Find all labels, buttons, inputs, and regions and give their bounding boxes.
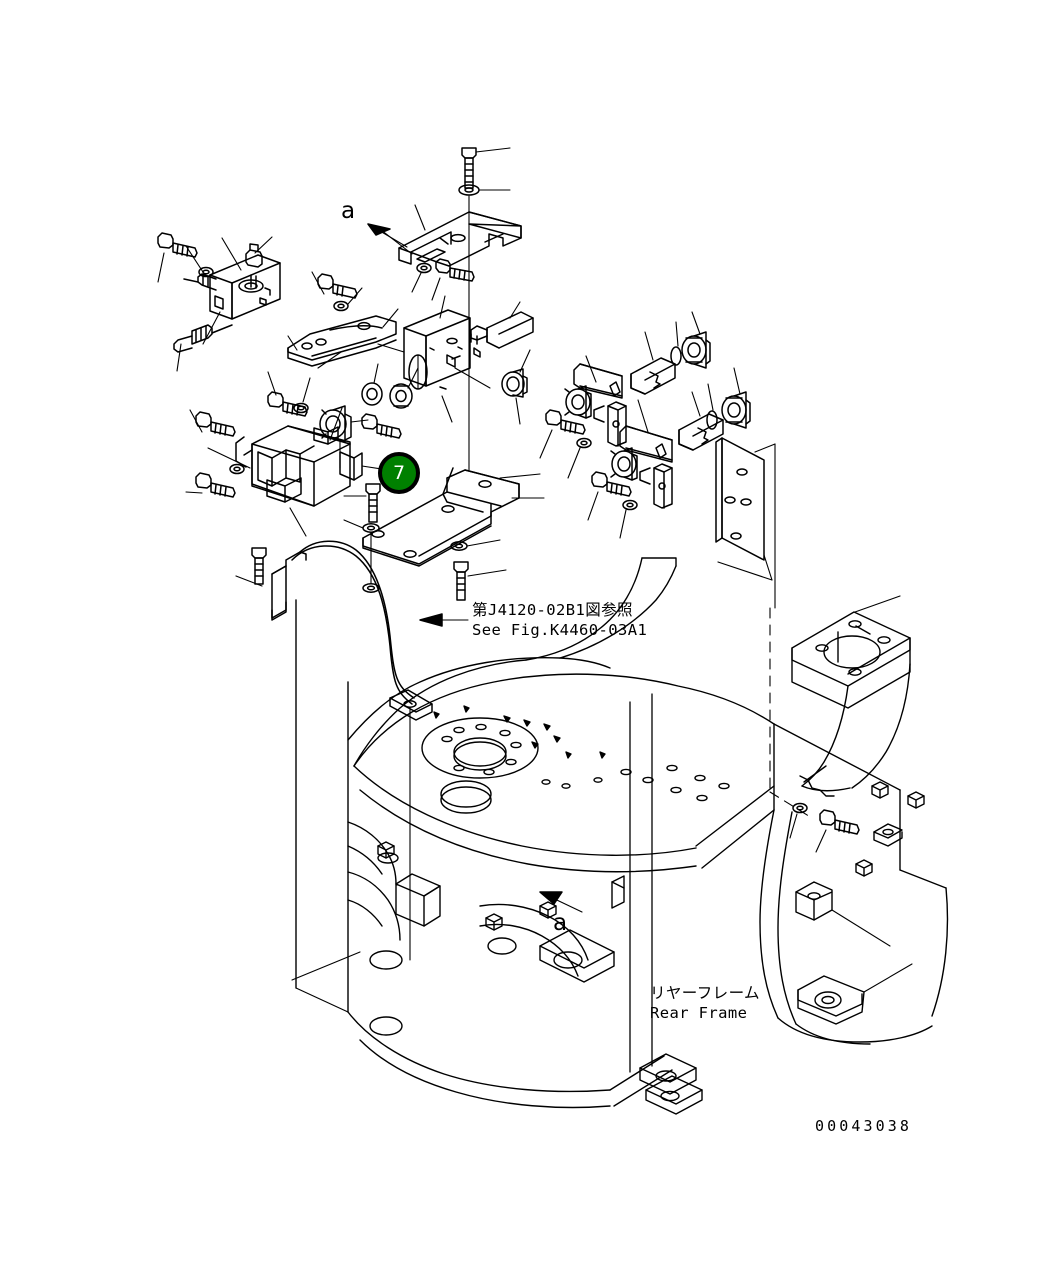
bracket-hose-lower xyxy=(639,443,673,509)
washer-coupling xyxy=(361,363,383,406)
bolt-bracket-left xyxy=(343,483,381,523)
washer-pump-left xyxy=(293,377,311,414)
rear-frame-weldment xyxy=(295,557,949,1115)
washer-frame-right xyxy=(789,802,808,839)
oring-upper xyxy=(670,321,682,366)
oring-lower xyxy=(706,383,718,430)
bolt-pump-left-upper xyxy=(189,409,236,437)
flange-coupling-right xyxy=(389,367,419,409)
washer-hose-lower xyxy=(619,499,638,539)
solenoid-valve xyxy=(470,301,534,358)
hose-fitting-upper-mid xyxy=(630,331,676,395)
ref-note-leader xyxy=(419,613,469,627)
rear-frame-label-jp: リヤーフレーム xyxy=(650,984,760,1002)
support-bracket-curved xyxy=(287,308,399,369)
bolt-valve-left-upper xyxy=(157,232,198,283)
hose-assembly-upper xyxy=(564,355,623,419)
pump-mounting-bracket xyxy=(362,467,545,567)
hose-assembly-lower xyxy=(610,399,673,481)
washer-bracket-bottom xyxy=(362,583,380,593)
coupling-lower-right xyxy=(721,367,751,429)
hydraulic-pump-assembly xyxy=(207,407,389,537)
leader-frame-left xyxy=(291,951,361,981)
bolt-pump-left-lower xyxy=(185,472,236,498)
bracket-hose-upper xyxy=(593,381,627,447)
washer-pump-mid xyxy=(229,463,245,475)
bolt-bracket-right xyxy=(453,561,507,601)
reference-note-jp: 第J4120-02B1図参照 xyxy=(472,601,633,619)
washer-upper-bracket xyxy=(411,262,432,293)
hydraulic-mounting-plate xyxy=(715,437,776,581)
washer-hose-upper xyxy=(567,437,592,479)
support-bracket-hoop xyxy=(235,540,433,721)
control-valve-block xyxy=(173,236,281,372)
bolt-hoop-bracket xyxy=(251,547,267,585)
drawing-number: 00043038 xyxy=(815,1117,913,1135)
bolt-upper-bracket xyxy=(431,258,475,301)
coupling-upper-right xyxy=(681,311,711,369)
center-valve-body xyxy=(377,295,491,423)
section-arrow-a-top xyxy=(367,223,408,248)
fitting-center-right xyxy=(501,349,531,425)
section-mark-a-bottom: a xyxy=(553,910,568,936)
washer-top-center xyxy=(458,184,511,196)
upper-mounting-bracket xyxy=(375,204,522,267)
section-arrow-a-bottom xyxy=(539,891,583,913)
washer-bracket-right xyxy=(450,539,501,551)
callout-marker-7[interactable]: 7 xyxy=(378,452,420,494)
reference-note-en: See Fig.K4460-03A1 xyxy=(472,620,648,639)
bolt-frame-right xyxy=(815,809,860,853)
bolt-valve-block-right xyxy=(311,271,358,299)
washer-support-bracket xyxy=(333,287,363,312)
bolt-near-callout xyxy=(361,413,402,439)
rear-frame-label-en: Rear Frame xyxy=(650,1003,748,1022)
section-mark-a-top: a xyxy=(341,198,356,224)
washer-valve-left xyxy=(198,266,214,278)
pump-coupling-flange xyxy=(319,405,369,469)
bolt-hose-lower xyxy=(587,471,632,521)
bolt-top-center xyxy=(461,147,511,189)
bolt-hose-upper xyxy=(539,409,586,459)
